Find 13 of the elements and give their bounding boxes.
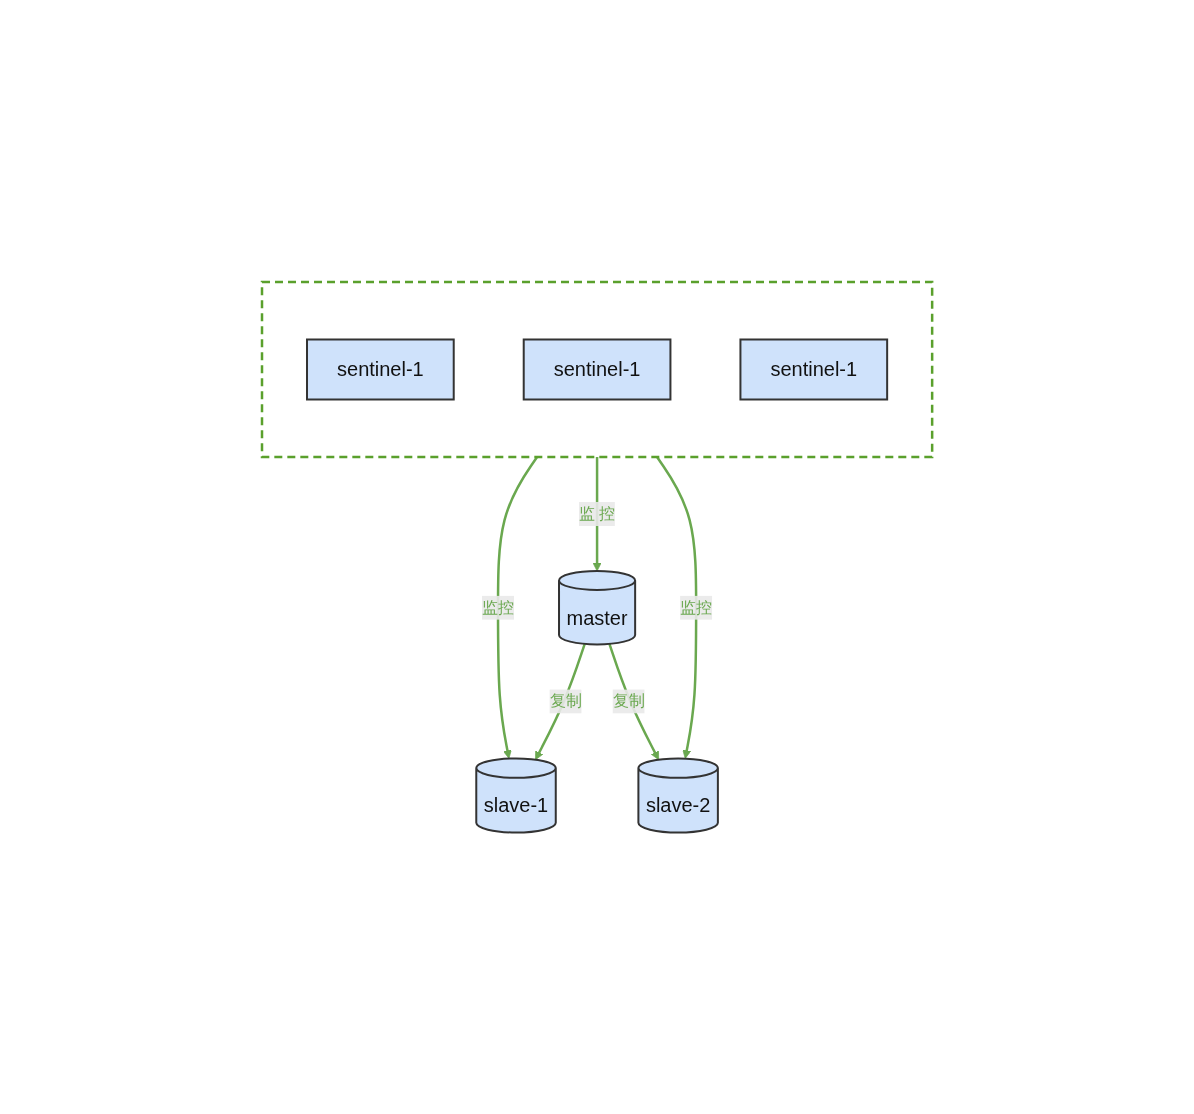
edge-label: 监 控 (578, 504, 616, 522)
node-box: sentinel-1 (522, 338, 672, 401)
edge-label: 监控 (481, 598, 514, 616)
cluster (260, 280, 934, 458)
arrow (535, 643, 586, 760)
arrow (655, 456, 698, 759)
edge-label: 监控 (680, 598, 713, 616)
node-box: sentinel-1 (739, 338, 889, 401)
edge-label: 复制 (549, 692, 582, 710)
arrow (608, 643, 659, 760)
arrow (496, 456, 539, 759)
node-box: sentinel-1 (305, 338, 455, 401)
edge-label: 复制 (612, 692, 645, 710)
